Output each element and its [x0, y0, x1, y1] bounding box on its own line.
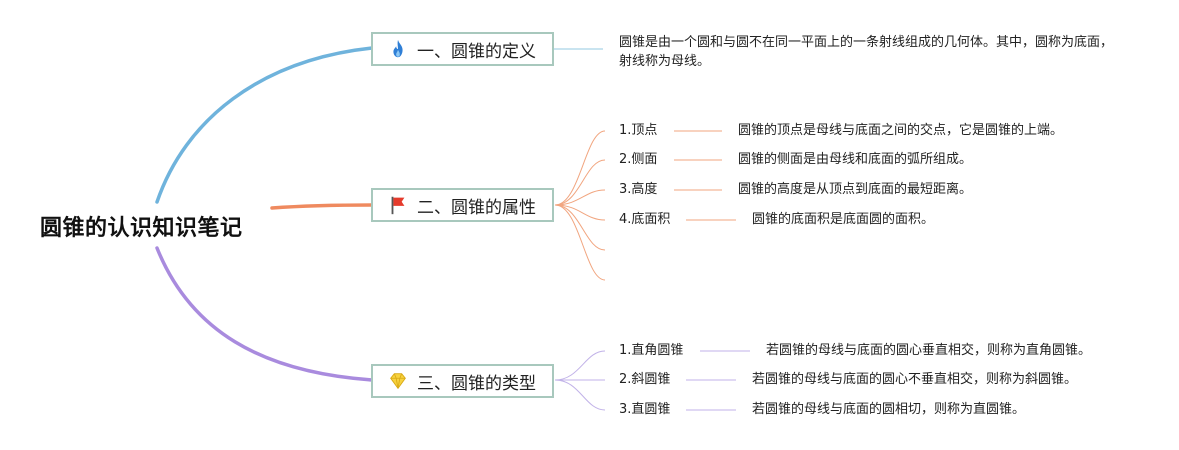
- type-text-2[interactable]: 若圆锥的母线与底面的圆心不垂直相交，则称为斜圆锥。: [752, 372, 1078, 387]
- type-label-3[interactable]: 3.直圆锥: [619, 402, 671, 417]
- connector-b3-item-1: [554, 350, 606, 381]
- property-text-2[interactable]: 圆锥的侧面是由母线和底面的弧所组成。: [738, 152, 973, 167]
- connector-b3-item-3: [554, 379, 606, 411]
- property-text-3[interactable]: 圆锥的高度是从顶点到底面的最短距离。: [738, 182, 973, 197]
- connector-b2-item-3: [554, 189, 606, 206]
- property-label-3[interactable]: 3.高度: [619, 182, 658, 197]
- root-topic[interactable]: 圆锥的认识知识笔记: [40, 216, 243, 241]
- flame-icon: [387, 38, 409, 60]
- connector-root-branch-1: [155, 46, 374, 204]
- connector-b2-item-6: [554, 204, 606, 281]
- branch-definition[interactable]: 一、圆锥的定义: [371, 32, 554, 66]
- property-label-2[interactable]: 2.侧面: [619, 152, 658, 167]
- flag-icon: [387, 194, 409, 216]
- property-text-4[interactable]: 圆锥的底面积是底面圆的面积。: [752, 212, 935, 227]
- type-label-2[interactable]: 2.斜圆锥: [619, 372, 671, 387]
- connector-root-branch-3: [155, 246, 374, 382]
- connector-b2-item-1: [554, 130, 606, 206]
- diamond-icon: [387, 370, 409, 392]
- branch-title: 三、圆锥的类型: [417, 373, 536, 394]
- branch-properties[interactable]: 二、圆锥的属性: [371, 188, 554, 222]
- property-label-4[interactable]: 4.底面积: [619, 212, 671, 227]
- definition-description[interactable]: 圆锥是由一个圆和与圆不在同一平面上的一条射线组成的几何体。其中，圆称为底面，射线…: [619, 35, 1114, 69]
- property-text-1[interactable]: 圆锥的顶点是母线与底面之间的交点，它是圆锥的上端。: [738, 123, 1064, 138]
- type-text-3[interactable]: 若圆锥的母线与底面的圆相切，则称为直圆锥。: [752, 402, 1026, 417]
- branch-title: 二、圆锥的属性: [417, 197, 536, 218]
- connector-root-branch-2: [270, 203, 374, 210]
- branch-types[interactable]: 三、圆锥的类型: [371, 364, 554, 398]
- property-label-1[interactable]: 1.顶点: [619, 123, 658, 138]
- connector-b2-item-5: [554, 204, 606, 251]
- type-text-1[interactable]: 若圆锥的母线与底面的圆心垂直相交，则称为直角圆锥。: [766, 343, 1092, 358]
- branch-title: 一、圆锥的定义: [417, 41, 536, 62]
- type-label-1[interactable]: 1.直角圆锥: [619, 343, 684, 358]
- connector-b2-item-2: [554, 159, 606, 206]
